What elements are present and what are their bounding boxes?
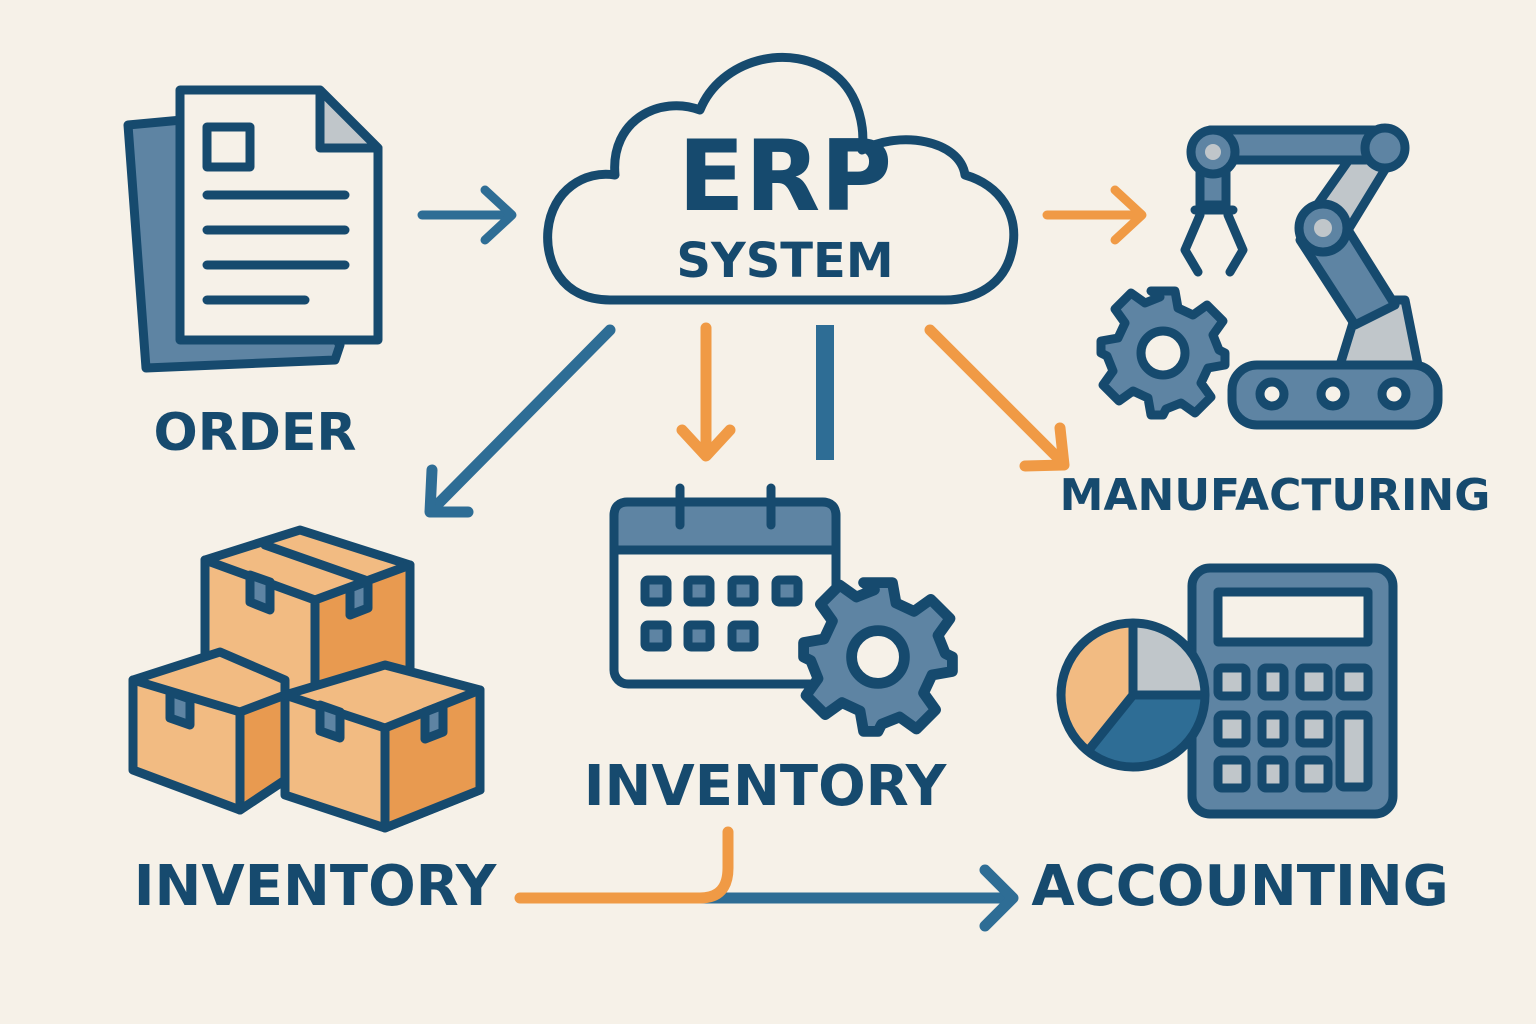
- gear-icon: [798, 577, 958, 737]
- arrow-erp-to-manufacturing: [1042, 185, 1147, 245]
- erp-subtitle: SYSTEM: [676, 233, 893, 289]
- arrow-erp-to-inventory-left: [424, 324, 616, 518]
- calculator-icon: [1187, 563, 1398, 819]
- inventory-center-label: INVENTORY: [584, 754, 948, 819]
- manufacturing-label: MANUFACTURING: [1060, 470, 1491, 521]
- gear-icon: [1096, 286, 1230, 420]
- order-label: ORDER: [154, 403, 357, 463]
- calendar-icon: [609, 483, 841, 689]
- pie-chart-icon: [1056, 618, 1210, 772]
- arrow-erp-to-manufacturing-diagonal: [924, 324, 1070, 472]
- boxes-icon: [128, 525, 485, 833]
- order-document-icon: [123, 85, 383, 373]
- erp-title: ERP: [678, 120, 892, 234]
- robot-arm-icon: [1180, 123, 1443, 430]
- inventory-left-label: INVENTORY: [134, 854, 498, 919]
- arrow-inventory-to-accounting: [514, 826, 1019, 932]
- arrow-erp-to-inventory-center: [676, 322, 736, 462]
- erp-cloud: ERP SYSTEM: [543, 52, 1019, 305]
- arrow-order-to-erp: [417, 185, 517, 245]
- accounting-label: ACCOUNTING: [1031, 854, 1448, 919]
